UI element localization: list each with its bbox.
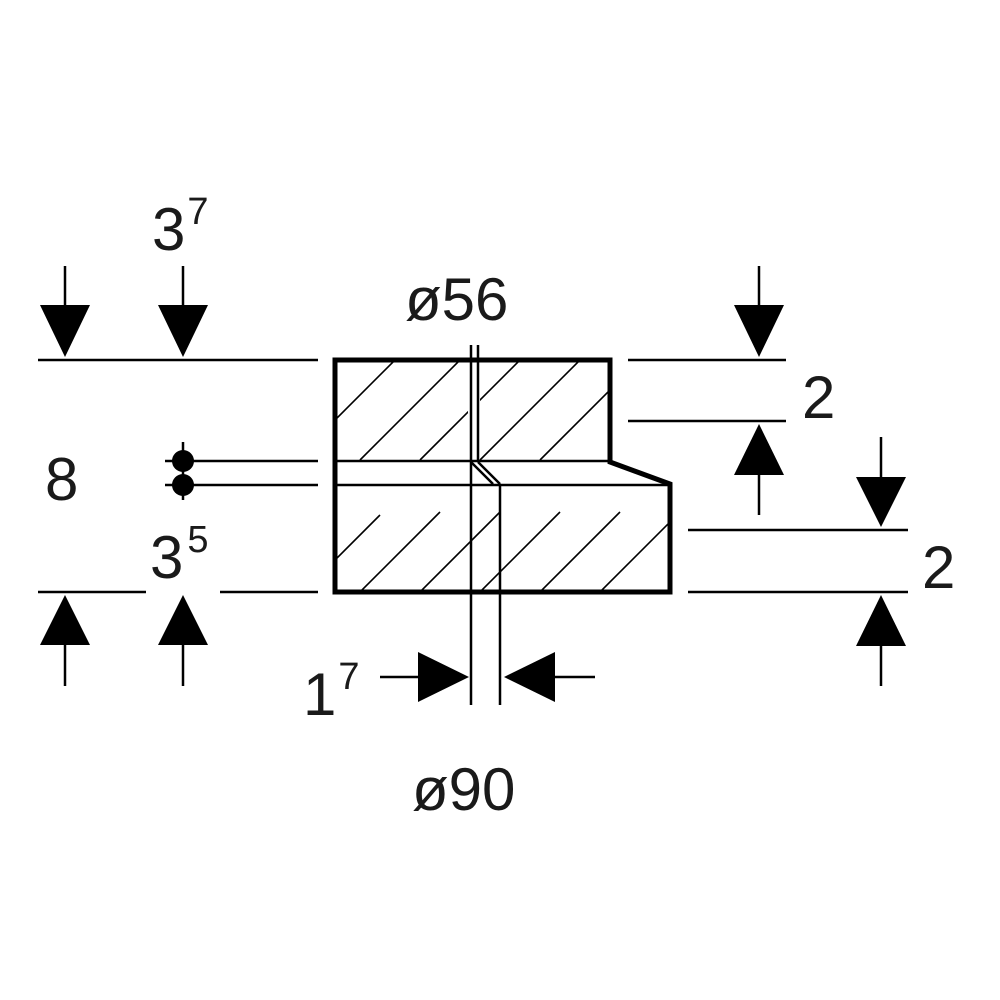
top-left-dimension: 37 bbox=[152, 191, 209, 263]
center-axis bbox=[468, 345, 509, 705]
arrow-down-icon bbox=[734, 305, 784, 357]
arrow-down-icon bbox=[856, 477, 906, 527]
left-extension-lines bbox=[38, 358, 318, 594]
section-outline bbox=[332, 357, 673, 595]
arrow-up-icon bbox=[734, 424, 784, 475]
right-arrows bbox=[734, 266, 906, 686]
top-right-step-label: 2 bbox=[802, 364, 835, 431]
arrow-left-icon bbox=[504, 652, 555, 702]
top-diameter-label: ø56 bbox=[405, 266, 508, 333]
section-body bbox=[332, 357, 673, 595]
dot-upper bbox=[172, 450, 194, 472]
right-extension-lines bbox=[628, 358, 908, 594]
arrow-up-icon bbox=[158, 595, 208, 645]
offset-dimension: 17 bbox=[303, 656, 360, 728]
bottom-right-step-label: 2 bbox=[922, 534, 955, 601]
bottom-diameter-label: ø90 bbox=[412, 756, 515, 823]
arrow-down-icon bbox=[40, 305, 90, 357]
arrow-up-icon bbox=[40, 595, 90, 645]
arrow-down-icon bbox=[158, 305, 208, 357]
left-arrows bbox=[40, 266, 208, 686]
section-hatching bbox=[335, 360, 670, 592]
arrow-up-icon bbox=[856, 595, 906, 646]
dot-lower bbox=[172, 474, 194, 496]
bottom-arrows bbox=[380, 652, 595, 702]
arrow-right-icon bbox=[418, 652, 469, 702]
middle-left-dimension: 8 bbox=[45, 446, 78, 513]
